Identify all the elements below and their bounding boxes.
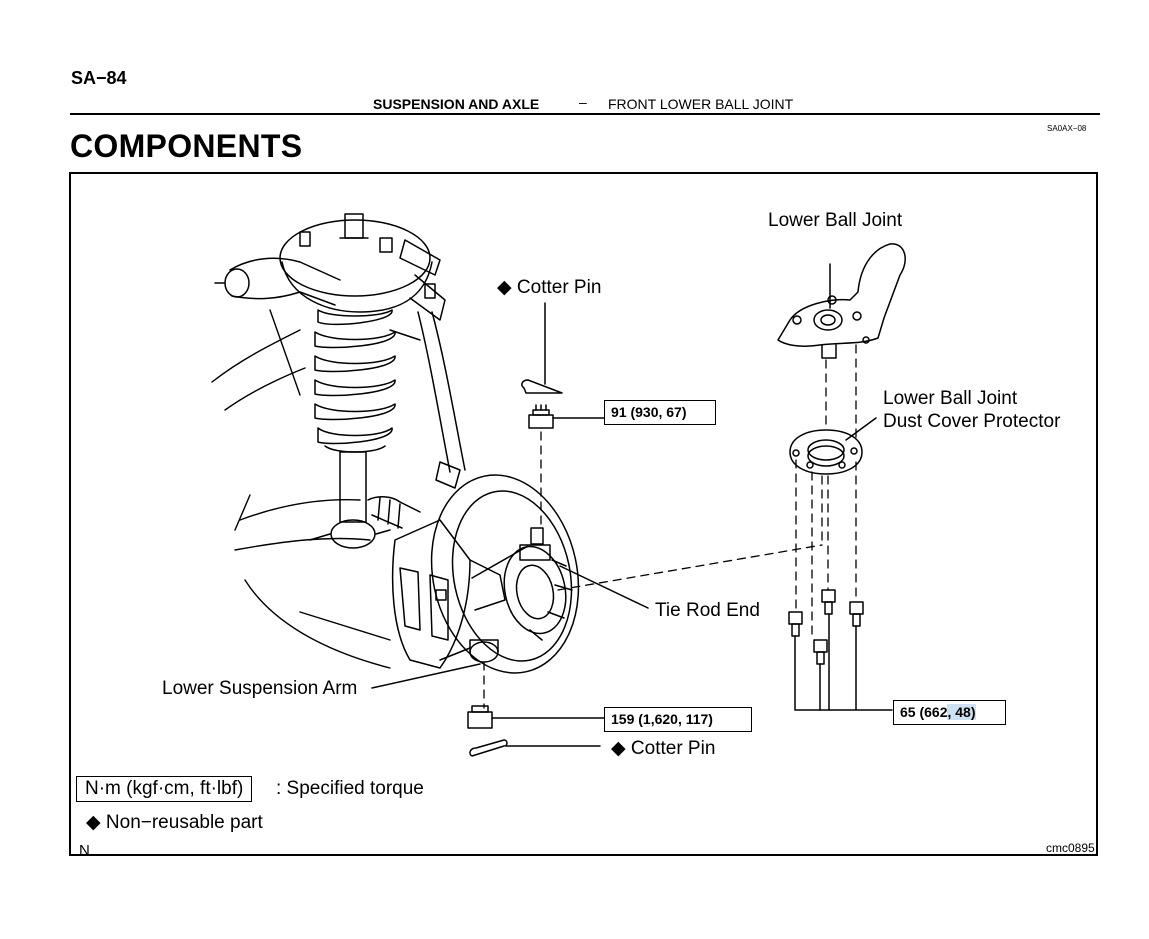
header-rule (70, 113, 1100, 115)
suspension-diagram (211, 213, 906, 757)
diamond-icon: ◆ (497, 277, 512, 298)
castle-nut-top (528, 404, 607, 429)
label-lower-suspension-arm: Lower Suspension Arm (162, 678, 358, 699)
label-dust-cover-line2: Dust Cover Protector (883, 411, 1061, 432)
header-topic: FRONT LOWER BALL JOINT (608, 96, 794, 112)
header-separator: – (579, 94, 587, 110)
cotter-pin-top-shape (521, 302, 563, 394)
chassis-outline (211, 309, 391, 669)
torque-bolts-highlight: , 48) (947, 704, 976, 720)
lower-ball-joint-shape (777, 243, 906, 359)
document-code: SA0AX−08 (1047, 124, 1087, 133)
dust-cover-protector-shape (789, 417, 877, 475)
diamond-icon: ◆ (86, 812, 101, 833)
label-leaders (371, 565, 649, 689)
label-dust-cover-line1: Lower Ball Joint (883, 388, 1018, 409)
bolts (788, 589, 864, 665)
cotter-pin-bottom-text: Cotter Pin (630, 738, 716, 759)
shock-absorber (309, 451, 391, 549)
torque-box-ball-joint-nut: 159 (1,620, 117) (604, 707, 752, 732)
cotter-pin-top-text: Cotter Pin (516, 277, 602, 298)
corner-mark: N (79, 842, 90, 859)
dashed-bolt-lines (795, 344, 857, 641)
coil-spring (314, 309, 396, 453)
label-lower-ball-joint: Lower Ball Joint (768, 210, 903, 231)
label-cotter-pin-top: ◆ Cotter Pin (497, 276, 601, 299)
brake-disc (430, 474, 580, 674)
upper-arm-link (389, 311, 466, 489)
strut-top-mount (279, 213, 446, 321)
torque-bolts-main: 65 (662 (900, 704, 948, 720)
steering-knuckle (439, 527, 551, 663)
figure-code: cmc0895 (1046, 841, 1095, 855)
torque-box-bolts: 65 (662, 48) (893, 700, 1006, 725)
bolt-torque-bracket (794, 613, 893, 711)
brake-caliper (391, 519, 471, 669)
page-title: COMPONENTS (70, 128, 303, 164)
page-number: SA−84 (71, 68, 127, 88)
cotter-pin-bottom-shape (469, 739, 601, 757)
dashed-leader-lines (483, 431, 823, 709)
label-tie-rod-end: Tie Rod End (655, 600, 760, 621)
upper-control-arm (214, 257, 341, 306)
drive-shaft-boot (367, 496, 421, 529)
torque-box-tie-rod-nut: 91 (930, 67) (604, 400, 716, 425)
label-cotter-pin-bottom: ◆ Cotter Pin (611, 737, 715, 760)
legend-nonreusable-text: Non−reusable part (105, 812, 263, 833)
castle-nut-bottom (467, 705, 605, 729)
legend-unit-box: N·m (kgf·cm, ft·lbf) (76, 776, 253, 802)
legend-unit-description: : Specified torque (276, 778, 424, 799)
header-section: SUSPENSION AND AXLE (373, 96, 540, 112)
components-figure: Lower Ball Joint ◆ Cotter Pin Lower Ball… (69, 172, 1098, 859)
diamond-icon: ◆ (611, 738, 626, 759)
legend-nonreusable: ◆ Non−reusable part (86, 811, 263, 834)
